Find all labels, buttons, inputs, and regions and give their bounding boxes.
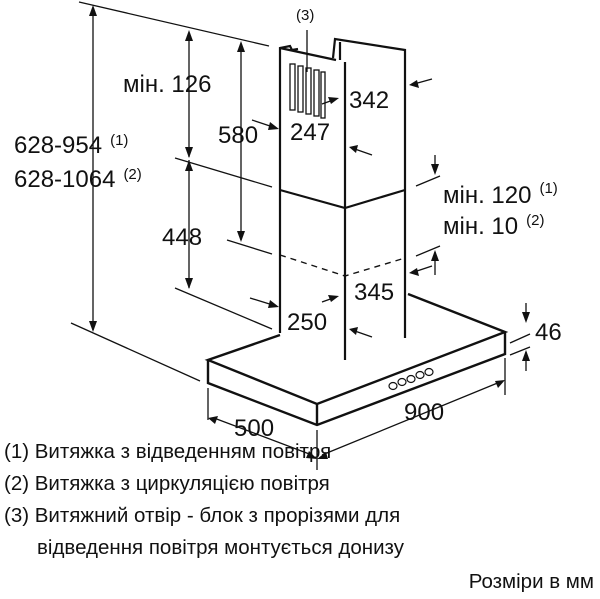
label-580: 580 bbox=[218, 122, 258, 149]
note-3-continued: відведення повітря монтується донизу bbox=[37, 536, 404, 559]
label-min-10-note: (2) bbox=[526, 212, 544, 229]
label-min-10-group: мін. 10 (2) bbox=[443, 212, 544, 240]
label-min-120-note: (1) bbox=[539, 180, 557, 197]
label-height-extraction-group: 628-954 (1) bbox=[14, 132, 128, 159]
hood-body bbox=[204, 292, 509, 427]
label-min-10: мін. 10 bbox=[443, 213, 518, 240]
drawing-lines bbox=[70, 1, 273, 382]
label-448: 448 bbox=[162, 224, 202, 251]
extension-line-top bbox=[78, 1, 270, 47]
label-height-recirculation: 628-1064 bbox=[14, 166, 115, 193]
label-min-120: мін. 120 bbox=[443, 182, 531, 209]
label-min-126: мін. 126 bbox=[123, 71, 211, 98]
label-250: 250 bbox=[287, 309, 327, 336]
control-buttons bbox=[388, 367, 434, 391]
label-height-extraction-note: (1) bbox=[110, 132, 128, 149]
extension-line-chimney-joint bbox=[174, 157, 273, 188]
label-height-extraction: 628-954 bbox=[14, 132, 102, 159]
label-342: 342 bbox=[349, 87, 389, 114]
label-900: 900 bbox=[404, 399, 444, 426]
arrowheads bbox=[89, 5, 245, 332]
label-callout-3: (3) bbox=[296, 7, 314, 24]
note-1: (1) Витяжка з відведенням повітря bbox=[4, 440, 332, 463]
label-345: 345 bbox=[354, 279, 394, 306]
label-500: 500 bbox=[234, 415, 274, 442]
label-height-recirculation-group: 628-1064 (2) bbox=[14, 166, 142, 193]
arrowheads-base bbox=[208, 80, 530, 459]
note-3: (3) Витяжний отвір - блок з прорізями дл… bbox=[4, 504, 401, 527]
extension-line-bottom bbox=[70, 322, 201, 382]
label-min-120-group: мін. 120 (1) bbox=[443, 180, 558, 209]
label-height-recirculation-note: (2) bbox=[123, 166, 141, 183]
units-caption: Розміри в мм bbox=[468, 570, 594, 593]
label-46: 46 bbox=[535, 319, 562, 346]
note-2: (2) Витяжка з циркуляцією повітря bbox=[4, 472, 330, 495]
extension-line-448 bbox=[174, 287, 273, 330]
air-outlet-slots bbox=[289, 30, 326, 119]
extension-line-580 bbox=[226, 239, 273, 255]
chimney bbox=[278, 37, 407, 360]
label-247: 247 bbox=[290, 119, 330, 146]
